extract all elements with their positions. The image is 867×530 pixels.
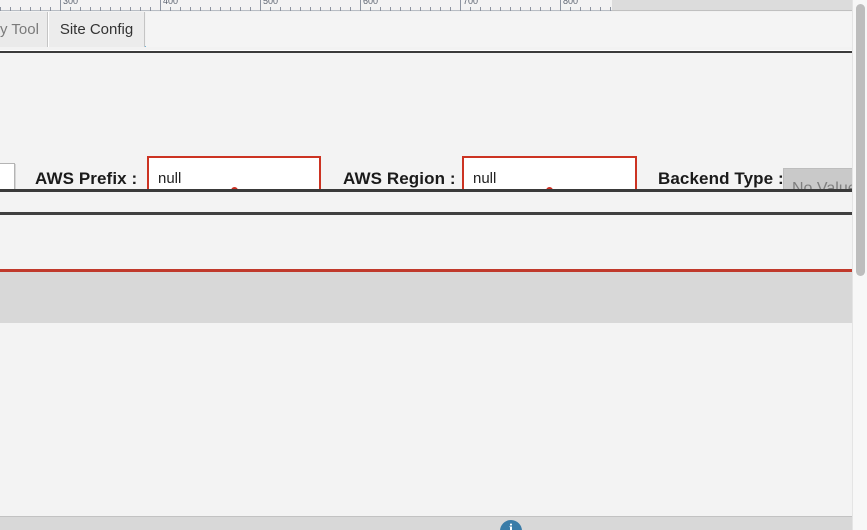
ruler-tick-minor [280, 7, 281, 11]
aws-prefix-value: null [158, 170, 182, 187]
ruler-tick-minor [380, 7, 381, 11]
ruler-tick-minor [100, 7, 101, 11]
ruler-tick-minor [300, 7, 301, 11]
ruler-tick-minor [590, 7, 591, 11]
ruler-tick-minor [230, 7, 231, 11]
section-band-2 [0, 215, 867, 269]
ruler-tick-minor [580, 7, 581, 11]
ruler-tick-minor [400, 7, 401, 11]
ruler-tick-minor [180, 7, 181, 11]
ruler-tick-minor [450, 7, 451, 11]
ruler-tick-minor [110, 7, 111, 11]
content-empty-area [0, 323, 867, 530]
horizontal-ruler: 300 400 500 600 700 800 [0, 0, 867, 11]
ruler-active-region [0, 0, 612, 11]
ruler-tick-minor [130, 7, 131, 11]
ruler-tick-minor [140, 7, 141, 11]
ruler-tick-minor [430, 7, 431, 11]
ruler-tick-major [160, 0, 161, 11]
tab-bar-empty-area [146, 12, 867, 47]
ruler-tick-major [560, 0, 561, 11]
ruler-tick-minor [390, 7, 391, 11]
site-config-form: AWS Prefix : null AWS Region : null Back… [0, 53, 867, 213]
ruler-tick-major [460, 0, 461, 11]
ruler-tick-minor [330, 7, 331, 11]
ruler-tick-minor [570, 7, 571, 11]
section-band-1 [0, 192, 867, 212]
ruler-tick-minor [170, 7, 171, 11]
aws-region-value: null [473, 170, 497, 187]
ruler-tick-minor [540, 7, 541, 11]
ruler-tick-minor [470, 7, 471, 11]
ruler-tick-minor [350, 7, 351, 11]
ruler-tick-minor [30, 7, 31, 11]
ruler-tick-minor [520, 7, 521, 11]
ruler-tick-minor [210, 7, 211, 11]
ruler-label: 800 [563, 0, 579, 6]
ruler-tick-minor [600, 7, 601, 11]
ruler-label: 600 [363, 0, 379, 6]
ruler-tick-minor [480, 7, 481, 11]
tab-site-config-label: Site Config [59, 21, 134, 38]
tab-query-tool-label: y Tool [0, 21, 39, 38]
ruler-tick-minor [530, 7, 531, 11]
ruler-tick-minor [320, 7, 321, 11]
grey-panel [0, 272, 867, 323]
ruler-tick-minor [50, 7, 51, 11]
ruler-tick-minor [190, 7, 191, 11]
ruler-tick-minor [610, 7, 611, 11]
aws-region-label: AWS Region : [343, 169, 456, 188]
ruler-tick-major [360, 0, 361, 11]
ruler-tick-minor [340, 7, 341, 11]
ruler-tick-minor [0, 7, 1, 11]
aws-prefix-label: AWS Prefix : [35, 169, 138, 188]
info-icon-glyph: i [509, 522, 513, 530]
ruler-tick-minor [310, 7, 311, 11]
backend-type-label: Backend Type : [658, 169, 784, 188]
tab-bar: y Tool Site Config [0, 11, 867, 47]
ruler-tick-minor [410, 7, 411, 11]
ruler-tick-minor [120, 7, 121, 11]
ruler-tick-major [260, 0, 261, 11]
ruler-tick-minor [270, 7, 271, 11]
ruler-tick-minor [490, 7, 491, 11]
ruler-tick-minor [500, 7, 501, 11]
ruler-label: 500 [263, 0, 279, 6]
ruler-label: 300 [63, 0, 79, 6]
ruler-tick-minor [40, 7, 41, 11]
status-bar [0, 516, 867, 530]
ruler-tick-minor [550, 7, 551, 11]
ruler-tick-minor [70, 7, 71, 11]
ruler-tick-minor [220, 7, 221, 11]
ruler-tick-minor [80, 7, 81, 11]
ruler-tick-minor [150, 7, 151, 11]
ruler-tick-minor [420, 7, 421, 11]
vertical-scrollbar-track[interactable] [852, 0, 867, 530]
section-separator-1 [0, 189, 867, 192]
ruler-tick-minor [240, 7, 241, 11]
ruler-tick-minor [200, 7, 201, 11]
tab-query-tool[interactable]: y Tool [0, 12, 48, 47]
ruler-tick-minor [370, 7, 371, 11]
ruler-inactive-region [612, 0, 867, 11]
ruler-tick-minor [440, 7, 441, 11]
ruler-tick-minor [10, 7, 11, 11]
ruler-tick-minor [290, 7, 291, 11]
toolbar-separator-top [0, 50, 867, 53]
vertical-scrollbar-thumb[interactable] [856, 4, 865, 276]
ruler-tick-minor [510, 7, 511, 11]
tab-site-config[interactable]: Site Config [48, 12, 145, 47]
section-separator-2 [0, 212, 867, 215]
error-separator [0, 269, 867, 272]
ruler-tick-major [60, 0, 61, 11]
info-icon[interactable]: i [500, 520, 522, 530]
ruler-label: 700 [463, 0, 479, 6]
ruler-label: 400 [163, 0, 179, 6]
ruler-tick-minor [20, 7, 21, 11]
ruler-tick-minor [90, 7, 91, 11]
ruler-tick-minor [250, 7, 251, 11]
